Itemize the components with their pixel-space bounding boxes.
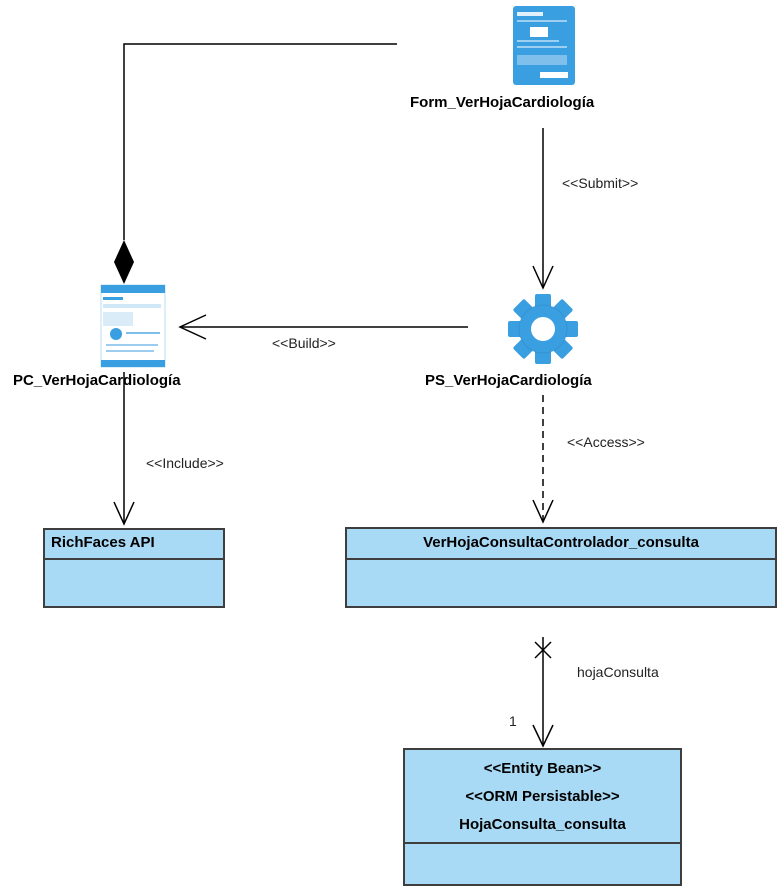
entity-stereotype-orm: <<ORM Persistable>> [465,788,620,805]
client-page-icon [100,284,166,368]
composition-diamond [114,240,134,284]
controller-class[interactable]: VerHojaConsultaControlador_consulta [345,527,777,608]
entity-class[interactable]: <<Entity Bean>> <<ORM Persistable>> Hoja… [403,748,682,886]
submit-arrowhead [532,265,554,290]
include-label: <<Include>> [146,455,224,471]
association-arrowhead [532,724,554,748]
server-page-gear-icon [508,294,578,364]
controller-class-title: VerHojaConsultaControlador_consulta [423,534,699,551]
richfaces-api-title: RichFaces API [51,534,155,551]
build-arrowhead [178,314,207,340]
association-role-label: hojaConsulta [577,664,659,680]
richfaces-api-class[interactable]: RichFaces API [43,528,225,608]
access-label: <<Access>> [567,434,645,450]
multiplicity-label: 1 [509,713,517,729]
pc-name-label: PC_VerHojaCardiología [13,372,181,389]
form-icon [513,6,575,85]
entity-class-title: HojaConsulta_consulta [459,816,626,833]
association-cross-icon [534,641,552,659]
form-name-label: Form_VerHojaCardiología [410,94,595,111]
ps-name-label: PS_VerHojaCardiología [425,372,592,389]
entity-stereotype-entity-bean: <<Entity Bean>> [483,760,602,777]
composition-line [123,43,397,240]
access-arrowhead [532,499,554,524]
include-arrowhead [113,501,135,526]
submit-label: <<Submit>> [562,175,639,191]
build-label: <<Build>> [272,335,336,351]
